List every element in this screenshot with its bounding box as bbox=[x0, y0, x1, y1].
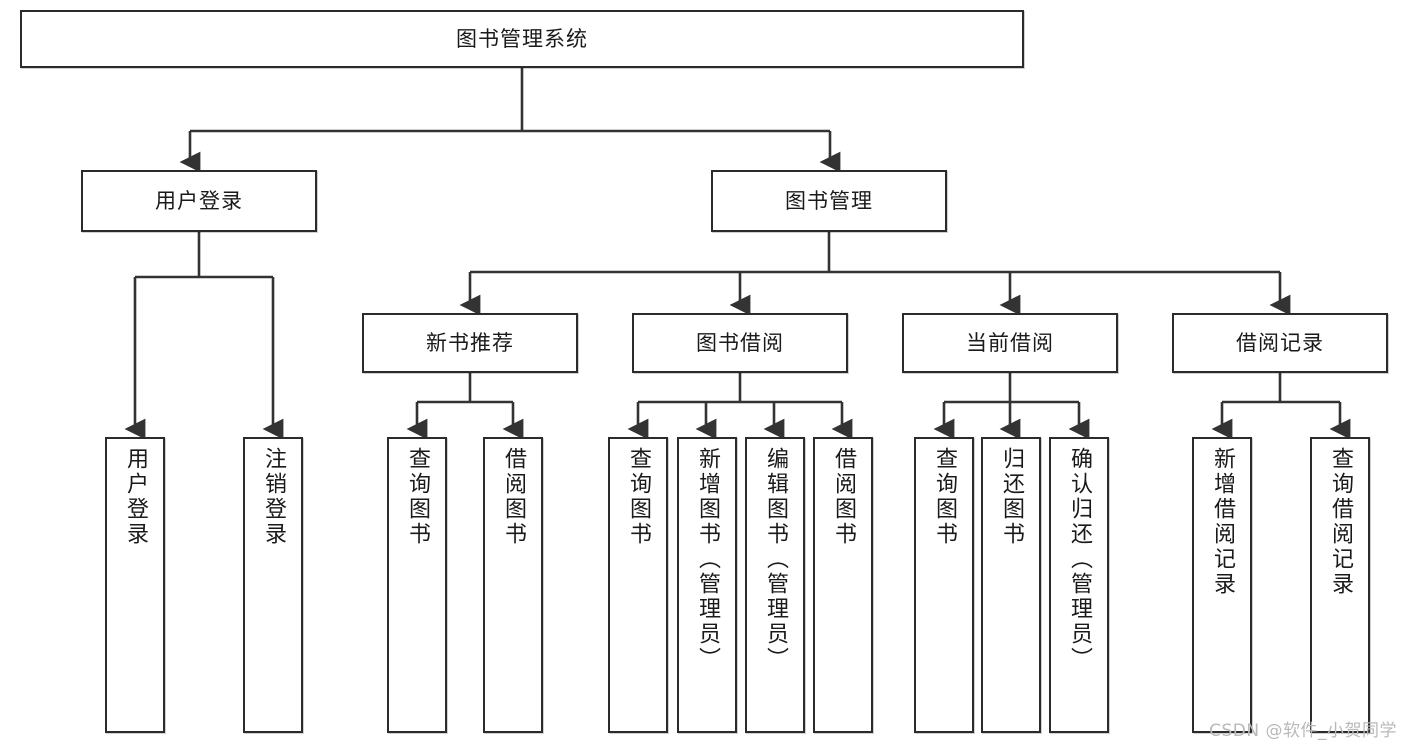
leaf-borrow-book-newbook-label: 借阅图书 bbox=[501, 447, 526, 547]
leaf-query-borrow-record-label: 查询借阅记录 bbox=[1328, 447, 1353, 597]
leaf-query-book-newbook[interactable]: 查询图书 bbox=[387, 437, 447, 733]
leaf-user-login[interactable]: 用户登录 bbox=[105, 437, 165, 733]
node-book-management-label: 图书管理 bbox=[785, 188, 873, 213]
leaf-user-login-label: 用户登录 bbox=[123, 447, 148, 547]
leaf-query-book-current[interactable]: 查询图书 bbox=[914, 437, 974, 733]
leaf-borrow-book-newbook[interactable]: 借阅图书 bbox=[483, 437, 543, 733]
leaf-query-book-newbook-label: 查询图书 bbox=[405, 447, 430, 547]
node-new-book-recommend-label: 新书推荐 bbox=[426, 330, 514, 355]
node-book-borrow-label: 图书借阅 bbox=[696, 330, 784, 355]
node-user-login-label: 用户登录 bbox=[155, 188, 243, 213]
leaf-add-borrow-record-label: 新增借阅记录 bbox=[1210, 447, 1235, 597]
leaf-logout-login[interactable]: 注销登录 bbox=[243, 437, 303, 733]
node-borrow-records-label: 借阅记录 bbox=[1236, 330, 1324, 355]
node-book-borrow[interactable]: 图书借阅 bbox=[632, 313, 848, 373]
leaf-query-borrow-record[interactable]: 查询借阅记录 bbox=[1310, 437, 1370, 733]
node-new-book-recommend[interactable]: 新书推荐 bbox=[362, 313, 578, 373]
leaf-return-book[interactable]: 归还图书 bbox=[981, 437, 1041, 733]
leaf-add-borrow-record[interactable]: 新增借阅记录 bbox=[1192, 437, 1252, 733]
leaf-add-book-admin-label: 新增图书（管理员） bbox=[695, 447, 720, 672]
csdn-watermark: CSDN @软件_小贺同学 bbox=[1209, 721, 1397, 741]
leaf-borrow-book-borrow[interactable]: 借阅图书 bbox=[813, 437, 873, 733]
leaf-edit-book-admin-label: 编辑图书（管理员） bbox=[763, 447, 788, 672]
node-root-label: 图书管理系统 bbox=[456, 26, 588, 51]
node-borrow-records[interactable]: 借阅记录 bbox=[1172, 313, 1388, 373]
leaf-query-book-borrow-label: 查询图书 bbox=[626, 447, 651, 547]
leaf-add-book-admin[interactable]: 新增图书（管理员） bbox=[677, 437, 737, 733]
node-book-management[interactable]: 图书管理 bbox=[711, 170, 947, 232]
node-root[interactable]: 图书管理系统 bbox=[20, 10, 1024, 68]
node-current-borrow-label: 当前借阅 bbox=[966, 330, 1054, 355]
node-current-borrow[interactable]: 当前借阅 bbox=[902, 313, 1118, 373]
leaf-query-book-borrow[interactable]: 查询图书 bbox=[608, 437, 668, 733]
node-user-login[interactable]: 用户登录 bbox=[81, 170, 317, 232]
leaf-logout-login-label: 注销登录 bbox=[261, 447, 286, 547]
leaf-query-book-current-label: 查询图书 bbox=[932, 447, 957, 547]
leaf-confirm-return-admin-label: 确认归还（管理员） bbox=[1067, 447, 1092, 672]
leaf-confirm-return-admin[interactable]: 确认归还（管理员） bbox=[1049, 437, 1109, 733]
leaf-return-book-label: 归还图书 bbox=[999, 447, 1024, 547]
leaf-edit-book-admin[interactable]: 编辑图书（管理员） bbox=[745, 437, 805, 733]
leaf-borrow-book-borrow-label: 借阅图书 bbox=[831, 447, 856, 547]
